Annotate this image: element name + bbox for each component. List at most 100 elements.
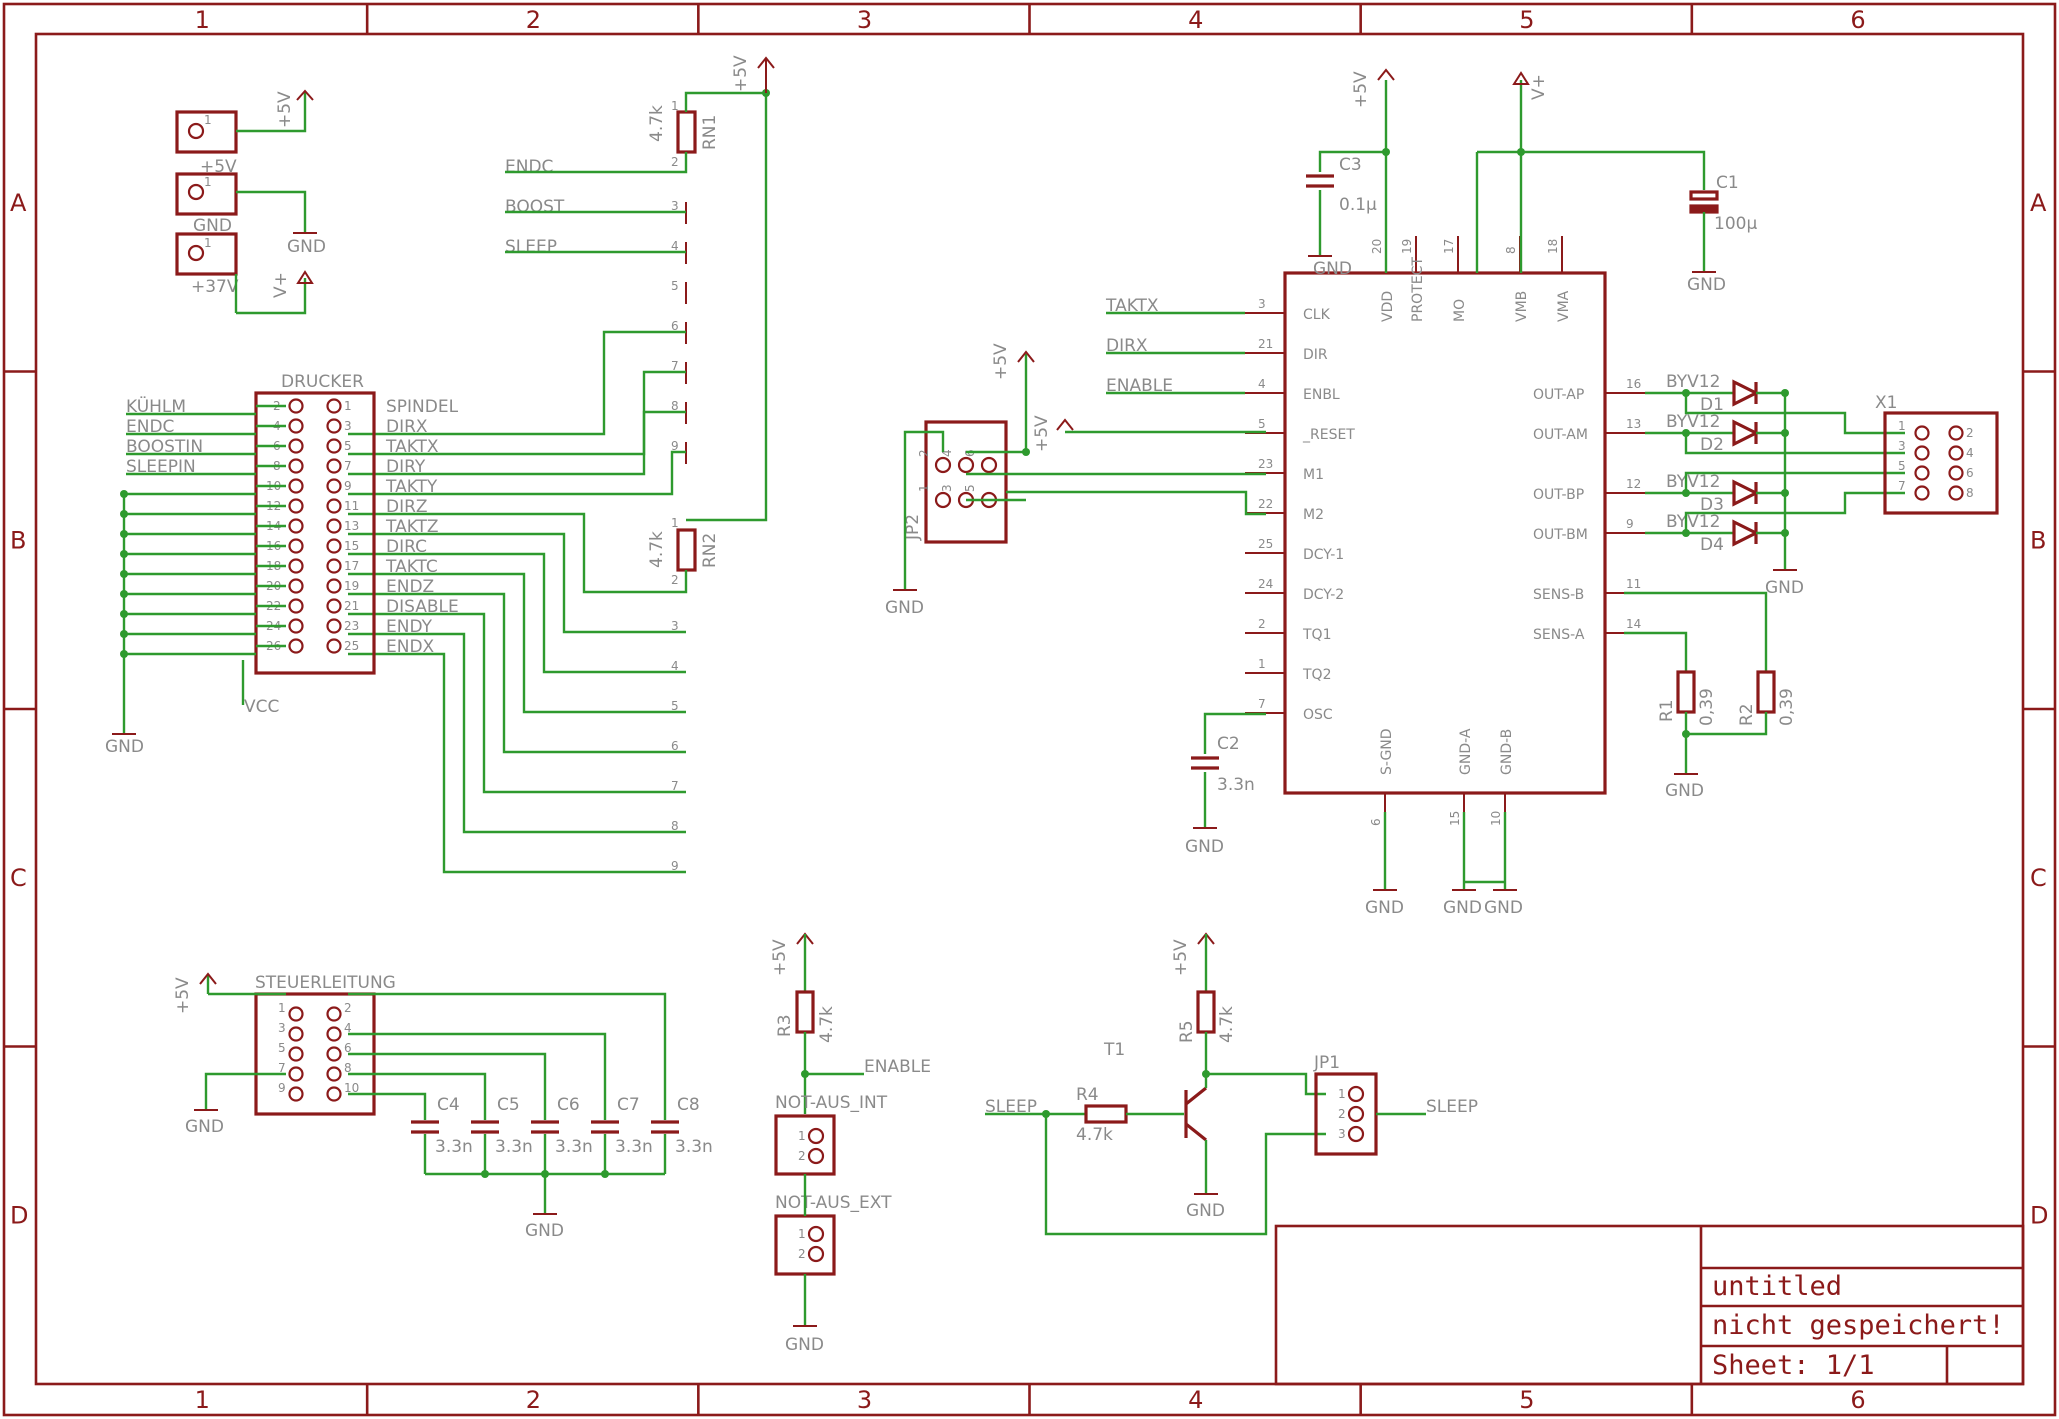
x1-pad-right bbox=[1948, 485, 1964, 501]
x1-pin-left: 1 bbox=[1898, 419, 1906, 433]
grid-col-top: 1 bbox=[195, 6, 210, 34]
ic-pin-num: 7 bbox=[1258, 697, 1266, 711]
drucker-name: DRUCKER bbox=[281, 372, 364, 392]
steuer-pin-right: 8 bbox=[344, 1061, 352, 1075]
x1-pin-right: 8 bbox=[1966, 486, 1974, 500]
rn2-pin: 6 bbox=[671, 739, 679, 753]
diode-type: BYV12 bbox=[1666, 472, 1720, 492]
drucker-signal: TAKTX bbox=[385, 437, 439, 457]
drucker-pin-right: 19 bbox=[344, 579, 359, 593]
drucker-pad-left bbox=[288, 558, 304, 574]
jp2-pin: 2 bbox=[917, 449, 931, 457]
drucker-pad-right bbox=[326, 558, 342, 574]
drucker-pad-left bbox=[288, 458, 304, 474]
rn2-pin: 5 bbox=[671, 699, 679, 713]
grid-row-left: A bbox=[10, 189, 27, 217]
c3-gnd: GND bbox=[1313, 259, 1352, 279]
drucker-pin-right: 23 bbox=[344, 619, 359, 633]
notaus-ext: NOT-AUS_EXT bbox=[775, 1193, 892, 1213]
ic-pin-num: 23 bbox=[1258, 457, 1273, 471]
drucker-pad-right bbox=[326, 418, 342, 434]
drucker-pad-right bbox=[326, 398, 342, 414]
c2-capacitor: GND C2 3.3n bbox=[1185, 712, 1266, 857]
x1-pin-right: 6 bbox=[1966, 466, 1974, 480]
ic-top-pin-name: MO bbox=[1452, 299, 1468, 322]
drucker-pad-right bbox=[326, 458, 342, 474]
c1-name: C1 bbox=[1716, 173, 1739, 193]
drucker-pad-right bbox=[326, 478, 342, 494]
rn1-pin: 6 bbox=[671, 319, 679, 333]
drucker-pad-right bbox=[326, 518, 342, 534]
x1-pad-left bbox=[1914, 445, 1930, 461]
ph-rail-gnd: GND bbox=[193, 216, 232, 236]
ic-right-pin-name: OUT-AM bbox=[1533, 427, 1588, 443]
cap-value: 3.3n bbox=[555, 1137, 593, 1157]
ic-pin-num: 21 bbox=[1258, 337, 1273, 351]
ic-pin-name: CLK bbox=[1303, 307, 1331, 323]
not-aus-circuit: +5V R3 4.7k ENABLE NOT-AUS_INT 1 2 NOT-A… bbox=[770, 932, 931, 1355]
ic-top-pin-name: VMA bbox=[1556, 290, 1572, 322]
cap-name: C8 bbox=[677, 1095, 700, 1115]
ic-pin-name: M2 bbox=[1303, 507, 1324, 523]
rn1-net-endc: ENDC bbox=[505, 157, 553, 177]
grid-col-top: 6 bbox=[1850, 6, 1865, 34]
drucker-signal: SPINDEL bbox=[386, 397, 459, 417]
drucker-pad-right bbox=[326, 638, 342, 654]
sleep-out-label: SLEEP bbox=[1426, 1097, 1478, 1117]
drucker-left-signal: ENDC bbox=[126, 417, 174, 437]
grid-row-right: B bbox=[2030, 526, 2046, 554]
ic-pin-num: 2 bbox=[1258, 617, 1266, 631]
jp2-pin: 4 bbox=[940, 449, 954, 457]
drucker-pin-right: 25 bbox=[344, 639, 359, 653]
notaus-gnd: GND bbox=[785, 1335, 824, 1355]
grid-col-top: 4 bbox=[1188, 6, 1203, 34]
jp2-supply-5v: +5V bbox=[991, 343, 1011, 380]
drucker-pad-left bbox=[288, 478, 304, 494]
rn1-net-boost: BOOST bbox=[505, 197, 565, 217]
title-block: untitled nicht gespeichert! Sheet: 1/1 bbox=[1274, 1224, 2025, 1386]
ic-pin-name: OSC bbox=[1303, 707, 1333, 723]
steuer-gnd: GND bbox=[185, 1117, 224, 1137]
rn1-value: 4.7k bbox=[647, 105, 667, 142]
drucker-signal: DIRX bbox=[386, 417, 428, 437]
drucker-pin-right: 15 bbox=[344, 539, 359, 553]
rn2-name: RN2 bbox=[700, 533, 720, 568]
steuer-pad-right bbox=[326, 1086, 342, 1102]
c3-capacitor: GND C3 0.1µ +5V bbox=[1306, 68, 1395, 279]
notaus-ext-pin2: 2 bbox=[798, 1247, 806, 1261]
cap-name: C6 bbox=[557, 1095, 580, 1115]
jp1-pin1: 1 bbox=[1338, 1087, 1346, 1101]
drucker-pin-right: 5 bbox=[344, 439, 352, 453]
cap-value: 3.3n bbox=[495, 1137, 533, 1157]
x1-pad-right bbox=[1948, 445, 1964, 461]
ic-pin-name: TQ2 bbox=[1302, 667, 1331, 683]
ph-pin-1: 1 bbox=[204, 113, 212, 127]
ic-bottom-pin-name: S-GND bbox=[1379, 728, 1395, 775]
ph-rail-37v: +37V bbox=[191, 277, 239, 297]
steuer-pad-left bbox=[288, 1026, 304, 1042]
steuer-pin-left: 3 bbox=[278, 1021, 286, 1035]
drucker-pad-right bbox=[326, 438, 342, 454]
t1-gnd: GND bbox=[1186, 1201, 1225, 1221]
rn2-pin: 9 bbox=[671, 859, 679, 873]
steuerleitung-name: STEUERLEITUNG bbox=[255, 973, 396, 993]
r3-supply-5v: +5V bbox=[770, 939, 790, 976]
drucker-pad-left bbox=[288, 638, 304, 654]
r5-name: R5 bbox=[1177, 1020, 1197, 1043]
ic-pin-num: 24 bbox=[1258, 577, 1273, 591]
ic-top-pin-num: 19 bbox=[1400, 239, 1414, 254]
x1-pad-right bbox=[1948, 425, 1964, 441]
ic-bottom-pin-name: GND-B bbox=[1499, 729, 1515, 775]
drucker-pad-left bbox=[288, 398, 304, 414]
ic-pin-num: 5 bbox=[1258, 417, 1266, 431]
drucker-signal: TAKTY bbox=[385, 477, 438, 497]
ic-top-pin-num: 8 bbox=[1504, 246, 1518, 254]
cap-name: C4 bbox=[437, 1095, 460, 1115]
drucker-pad-left bbox=[288, 598, 304, 614]
ph-supply-vplus: V+ bbox=[271, 272, 291, 298]
ic-net-label: DIRX bbox=[1106, 336, 1148, 356]
r3-value: 4.7k bbox=[817, 1006, 837, 1043]
